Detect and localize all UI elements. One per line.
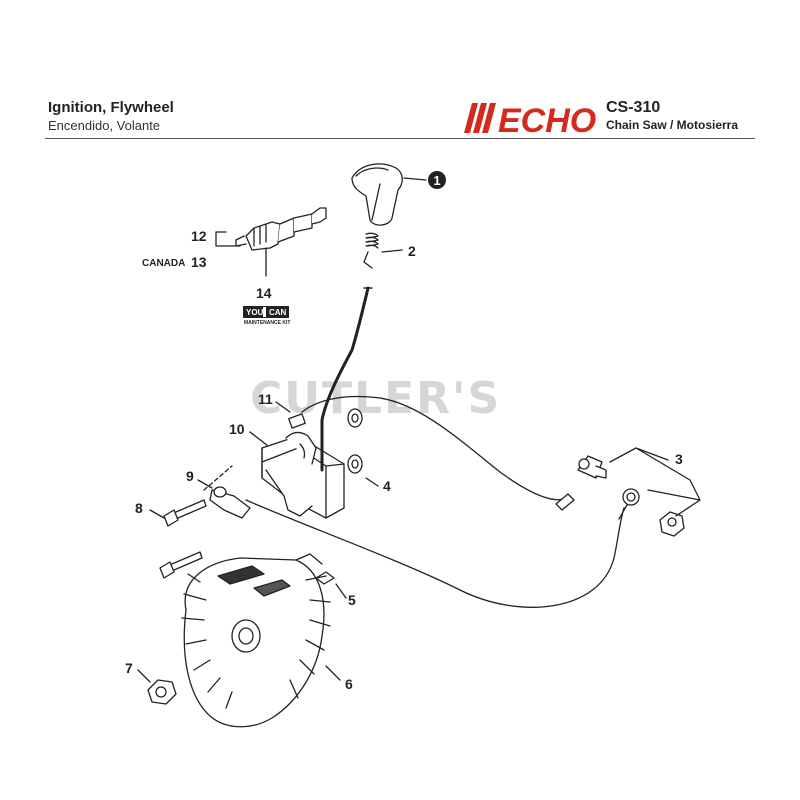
- callout-1: 1: [428, 171, 446, 189]
- callout-4: 4: [383, 478, 391, 494]
- spark-plug: [235, 207, 327, 251]
- ht-lead: [320, 286, 370, 472]
- callout-5: 5: [348, 592, 356, 608]
- callout-12: 12: [191, 228, 207, 244]
- spark-plug-cap: [351, 163, 403, 226]
- stop-switch: [577, 455, 607, 479]
- ignition-coil: [261, 431, 345, 519]
- hex-nut-3: [659, 511, 685, 537]
- callout-3: 3: [675, 451, 683, 467]
- callout-6: 6: [345, 676, 353, 692]
- flywheel-nut: [147, 679, 177, 705]
- leader-lines: [137, 177, 701, 683]
- page-title: Ignition, Flywheel: [48, 99, 174, 116]
- spacer-upper: [347, 408, 363, 428]
- callout-13: 13: [191, 254, 207, 270]
- bolt-lower: [159, 551, 203, 579]
- cap-spring: [363, 232, 379, 269]
- model-description: Chain Saw / Motosierra: [606, 118, 739, 132]
- canada-label: CANADA: [142, 258, 185, 269]
- lug-guide: [203, 465, 233, 491]
- callout-11: 11: [258, 391, 273, 407]
- badge-can: CAN: [269, 308, 287, 317]
- logo-wordmark: ECHO: [498, 102, 596, 135]
- callout-7: 7: [125, 660, 133, 676]
- ground-wire: [301, 395, 567, 501]
- callout-2: 2: [408, 243, 416, 259]
- model-number: CS-310: [606, 99, 661, 116]
- wire-terminal-3: [555, 493, 575, 511]
- ground-lead: [245, 499, 625, 608]
- flywheel: [181, 553, 331, 728]
- wire-terminal-11: [288, 413, 306, 429]
- logo-stripes: [464, 103, 496, 133]
- bolt-upper: [163, 499, 207, 527]
- callout-9: 9: [186, 468, 194, 484]
- page-subtitle: Encendido, Volante: [48, 118, 161, 133]
- woodruff-key: [315, 571, 335, 585]
- echo-logo: ECHO: [464, 102, 596, 135]
- ground-lug: [209, 486, 251, 519]
- callout-10: 10: [229, 421, 245, 437]
- watermark: CUTLER'S: [250, 373, 501, 424]
- callout-8: 8: [135, 500, 143, 516]
- badge-kit-label: MAINTENANCE KIT: [244, 320, 290, 326]
- callout-14: 14: [256, 285, 272, 301]
- callout-1-label: 1: [433, 173, 440, 188]
- spacer-lower: [347, 454, 363, 474]
- badge-you: YOU: [246, 308, 264, 317]
- header-divider: [45, 138, 755, 139]
- ring-terminal: [618, 488, 640, 520]
- maintenance-kit-badge: YOU CAN MAINTENANCE KIT: [243, 306, 290, 326]
